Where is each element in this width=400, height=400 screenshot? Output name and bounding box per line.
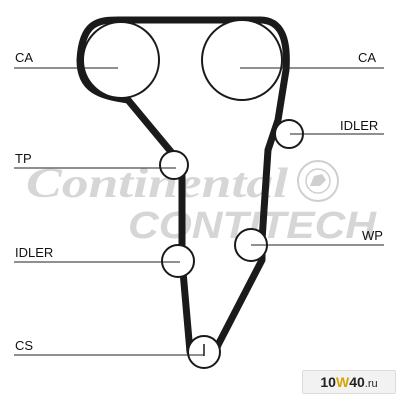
label-ca-left: CA	[15, 50, 34, 65]
label-idler-upper: IDLER	[340, 118, 379, 133]
label-tp: TP	[15, 151, 32, 166]
tensioner-pulley	[159, 150, 189, 180]
label-cs: CS	[15, 338, 34, 353]
label-wp: WP	[362, 228, 383, 243]
camshaft-pulley-right	[201, 19, 283, 101]
leader-lines	[14, 67, 384, 356]
watermark-horse-logo	[297, 160, 339, 202]
badge-part1: 10	[320, 374, 336, 390]
watermark-brand: Continental	[26, 161, 288, 207]
label-ca-right: CA	[358, 50, 377, 65]
badge-domain: .ru	[364, 378, 378, 390]
badge-part2: W	[335, 374, 350, 390]
watermark: Continental CONTITECH	[26, 161, 378, 247]
site-badge[interactable]: 10W40.ru	[302, 370, 396, 394]
camshaft-pulley-left	[82, 21, 160, 99]
label-idler-lower: IDLER	[15, 245, 54, 260]
idler-pulley-lower	[161, 244, 195, 278]
badge-part3: 40	[349, 374, 365, 390]
